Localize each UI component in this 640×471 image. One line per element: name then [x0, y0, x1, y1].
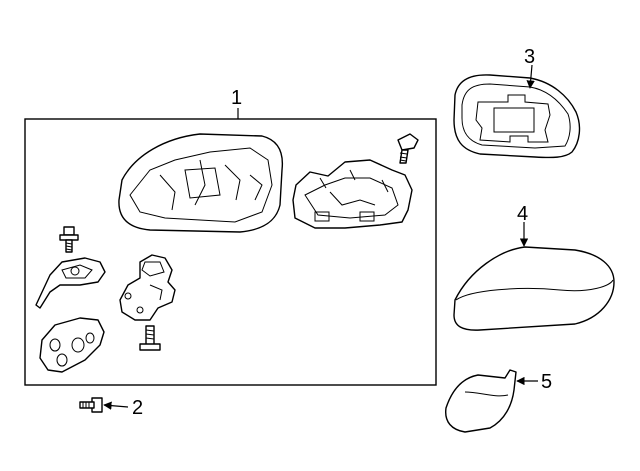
- lower-cover: 5: [445, 369, 552, 433]
- mirror-assembly-group: 1: [24, 87, 437, 386]
- bolt-left: [59, 226, 79, 253]
- callout-5: 5: [541, 371, 552, 393]
- mirror-cover: 4: [453, 203, 615, 331]
- turn-signal-lamp: [39, 317, 105, 373]
- motor-actuator: [119, 254, 176, 321]
- callout-2: 2: [132, 397, 143, 419]
- bolt-part-2: 2: [79, 397, 143, 419]
- callout-3: 3: [524, 46, 535, 68]
- callout-1: 1: [231, 87, 242, 109]
- screw-top-right: [397, 133, 419, 164]
- mount-arm: [35, 257, 106, 309]
- mirror-housing: [118, 133, 284, 233]
- bolt-lower: [139, 325, 161, 351]
- assembly-box: [24, 118, 437, 386]
- mirror-glass: 3: [453, 46, 581, 159]
- mirror-bracket: [292, 159, 413, 229]
- callout-4: 4: [517, 203, 528, 225]
